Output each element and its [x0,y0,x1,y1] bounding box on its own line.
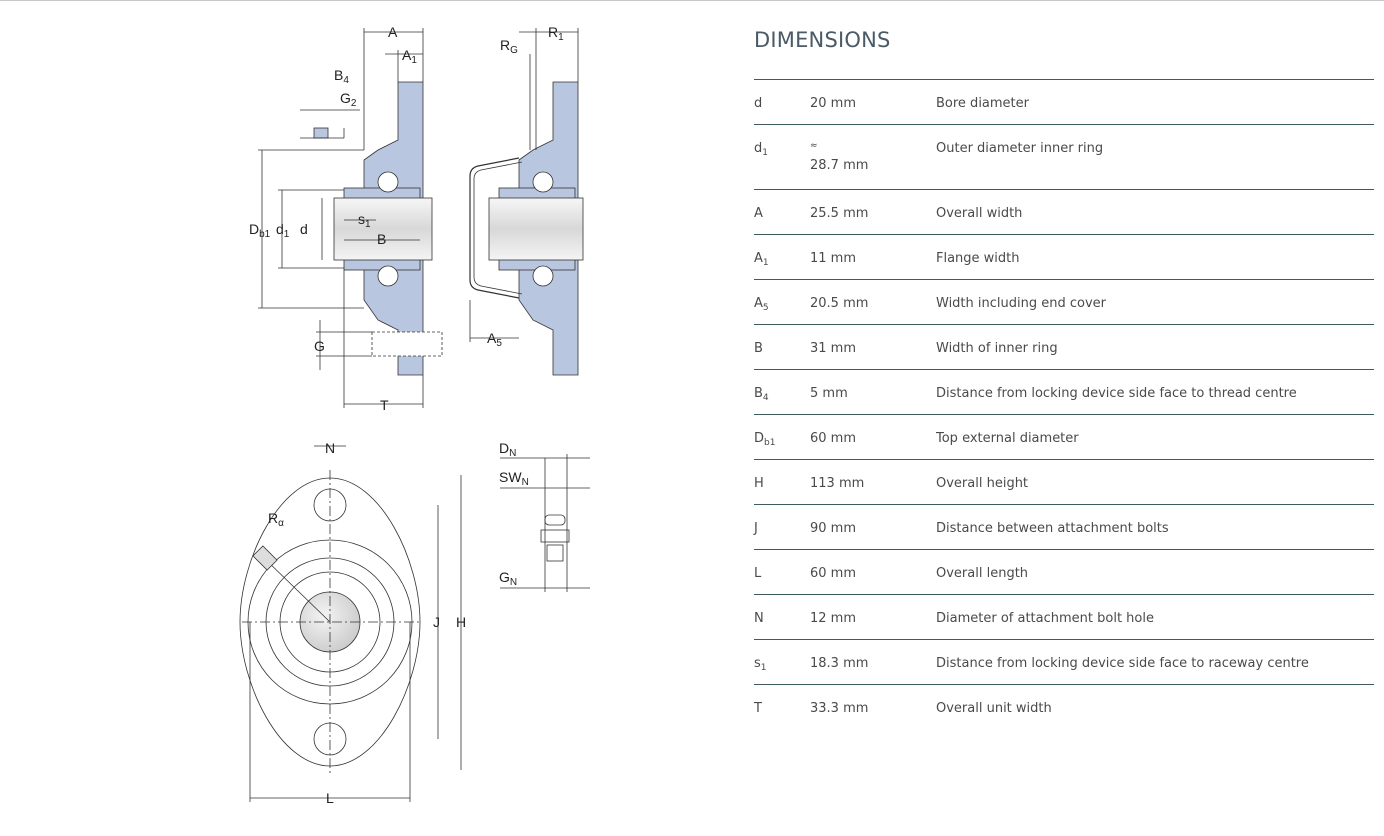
dimension-row: d1 ≈28.7 mm Outer diameter inner ring [754,124,1374,190]
approx-sign: ≈ [810,141,818,151]
dimension-row: Db1 60 mm Top external diameter [754,414,1374,460]
label-d1: d1 [276,221,290,240]
dimension-value: 28.7 mm [810,158,869,173]
side-section-view [258,28,443,408]
dimension-description: Outer diameter inner ring [936,141,1104,156]
dimension-symbol-subscript: 5 [762,303,769,313]
label-d: d [300,221,308,237]
label-A: A [388,24,398,40]
label-s1: s1 [358,211,371,230]
drawing-labels: A A1 B4 G2 Db1 d1 d s1 B G T RG R1 A5 N … [249,24,564,806]
dimension-symbol-subscript: 4 [762,393,769,403]
label-Db1: Db1 [249,221,271,240]
label-N: N [325,440,335,456]
label-A5: A5 [487,330,502,349]
dimension-value: 12 mm [810,611,857,626]
dimension-value: 90 mm [810,521,857,536]
dimension-row: B4 5 mm Distance from locking device side … [754,369,1374,415]
label-DN: DN [499,440,516,459]
dimension-value: 20 mm [810,96,857,111]
dimension-symbol: J [754,521,758,536]
grease-nipple-detail [500,454,590,592]
dimension-symbol-subscript: b1 [764,438,776,448]
dimension-value: 33.3 mm [810,701,869,716]
dimension-row: N 12 mm Diameter of attachment bolt hole [754,594,1374,640]
label-B4: B4 [334,67,349,86]
dimension-row: A5 20.5 mm Width including end cover [754,279,1374,325]
dimension-value: 25.5 mm [810,206,869,221]
label-Ra: Rα [268,510,284,529]
dimension-description: Distance from locking device side face t… [936,656,1309,671]
dimension-symbol: A [754,251,763,266]
dimension-row: T 33.3 mm Overall unit width [754,684,1374,730]
dimension-row: L 60 mm Overall length [754,549,1374,595]
dimension-symbol: d [754,141,763,156]
dimension-symbol-subscript: 1 [760,663,767,673]
dimension-symbol: H [754,476,764,491]
dimension-description: Top external diameter [936,431,1079,446]
label-R1: R1 [548,24,564,43]
dimension-description: Flange width [936,251,1020,266]
dimensions-title: DIMENSIONS [754,28,891,52]
dimension-value: 5 mm [810,386,848,401]
label-A1: A1 [402,47,417,66]
dimension-row: B 31 mm Width of inner ring [754,324,1374,370]
label-G2: G2 [340,90,357,109]
dimension-symbol: A [754,206,763,221]
dimension-symbol: A [754,296,763,311]
dimension-description: Distance between attachment bolts [936,521,1169,536]
dimension-row: H 113 mm Overall height [754,459,1374,505]
label-SWN: SWN [499,469,529,488]
dimension-symbol: B [754,386,763,401]
dimension-description: Overall length [936,566,1029,581]
dimension-description: Overall width [936,206,1023,221]
label-G: G [314,338,325,354]
label-T: T [380,397,389,413]
label-L: L [326,790,334,806]
dimension-symbol: D [754,431,765,446]
dimension-description: Overall height [936,476,1029,491]
label-GN: GN [499,569,517,588]
end-cover-view [469,28,584,376]
dimension-symbol: L [754,566,762,581]
dimension-symbol-subscript: 1 [762,148,768,158]
dimension-value: 20.5 mm [810,296,869,311]
front-view [239,445,462,802]
dimension-symbol: d [754,96,763,111]
dimension-description: Width of inner ring [936,341,1058,356]
dimension-symbol: B [754,341,763,356]
top-divider [0,0,1384,1]
dimension-row: A1 11 mm Flange width [754,234,1374,280]
dimension-value: 113 mm [810,476,865,491]
dimension-value: 18.3 mm [810,656,869,671]
dimension-value: 60 mm [810,566,857,581]
dimension-description: Bore diameter [936,96,1029,111]
dimension-row: s1 18.3 mm Distance from locking device si… [754,639,1374,685]
label-H: H [456,614,466,630]
dimension-description: Distance from locking device side face t… [936,386,1297,401]
label-B: B [377,231,386,247]
dimension-description: Width including end cover [936,296,1106,311]
dimension-value: 60 mm [810,431,857,446]
dimension-symbol: T [754,701,762,716]
technical-drawings: A A1 B4 G2 Db1 d1 d s1 B G T RG R1 A5 N … [239,24,590,806]
dimension-symbol-subscript: 1 [762,258,769,268]
dimension-row: J 90 mm Distance between attachment bolts [754,504,1374,550]
label-J: J [433,614,440,630]
dimension-description: Diameter of attachment bolt hole [936,611,1154,626]
dimension-row: d 20 mm Bore diameter [754,79,1374,125]
dimension-row: A 25.5 mm Overall width [754,189,1374,235]
dimension-description: Overall unit width [936,701,1052,716]
label-RG: RG [500,37,518,56]
dimension-value: 11 mm [810,251,857,266]
dimension-value: 31 mm [810,341,857,356]
dimension-symbol: N [754,611,764,626]
dimension-symbol: s [754,656,761,671]
